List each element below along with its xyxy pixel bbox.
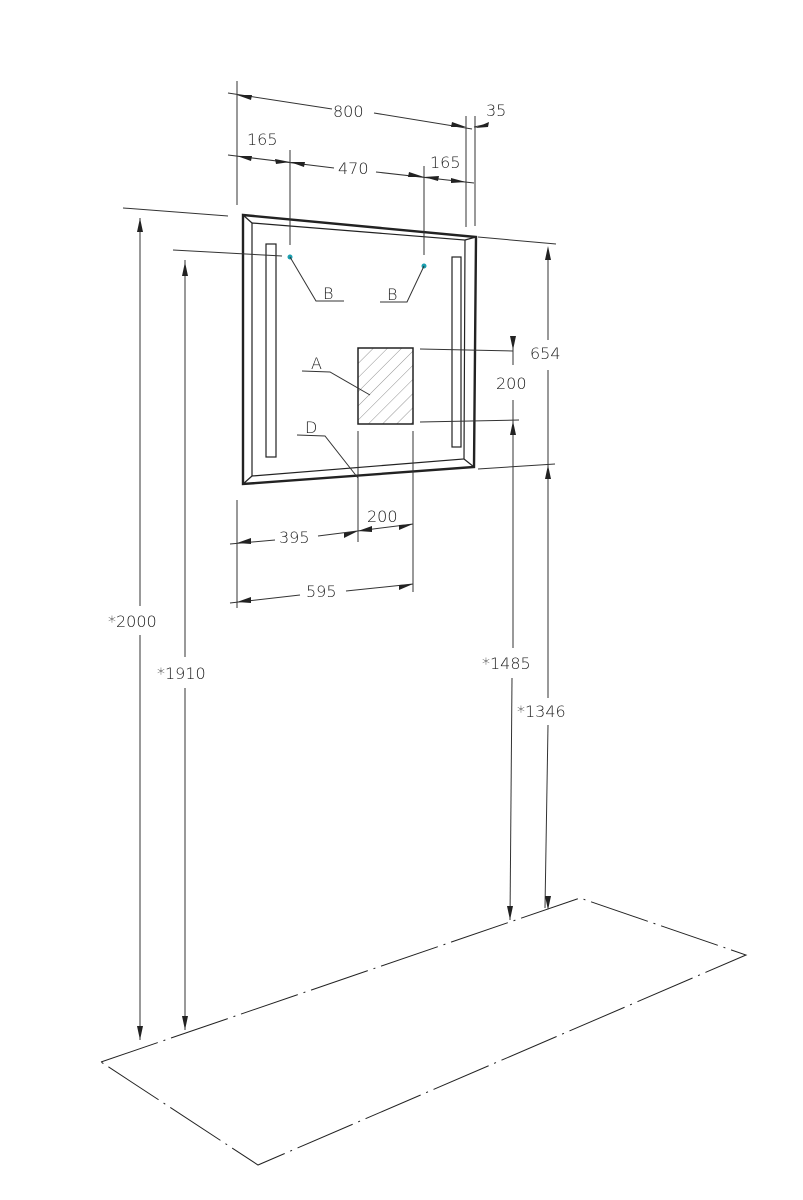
dim-top-from-floor: *2000 [108, 612, 157, 631]
dim-socket-left: 395 [279, 528, 310, 547]
dim-between-mounts: 470 [338, 159, 369, 178]
dim-right-offset: 165 [430, 153, 461, 172]
label-socket: A [311, 354, 322, 373]
label-bottom: D [305, 418, 317, 437]
label-mount-left: B [323, 284, 333, 303]
left-light-strip [265, 243, 277, 458]
dim-width: 800 [333, 102, 364, 121]
socket-area [357, 347, 414, 425]
dim-height: 654 [530, 344, 561, 363]
right-light-strip [451, 256, 462, 448]
extension-lines [122, 81, 557, 608]
dim-socket-from-floor: *1485 [482, 654, 531, 673]
dim-depth: 35 [486, 101, 506, 120]
dimension-lines [139, 92, 549, 1040]
label-mount-right: B [387, 285, 397, 304]
dim-socket-width: 200 [367, 507, 398, 526]
dim-mount-from-floor: *1910 [157, 664, 206, 683]
mirror [241, 213, 478, 486]
dimension-arrows [137, 95, 551, 1040]
dim-socket-height: 200 [496, 374, 527, 393]
dim-socket-right-edge: 595 [306, 582, 337, 601]
floor-outline [99, 897, 748, 1166]
dim-bottom-from-floor: *1346 [517, 702, 566, 721]
dim-left-offset: 165 [247, 130, 278, 149]
